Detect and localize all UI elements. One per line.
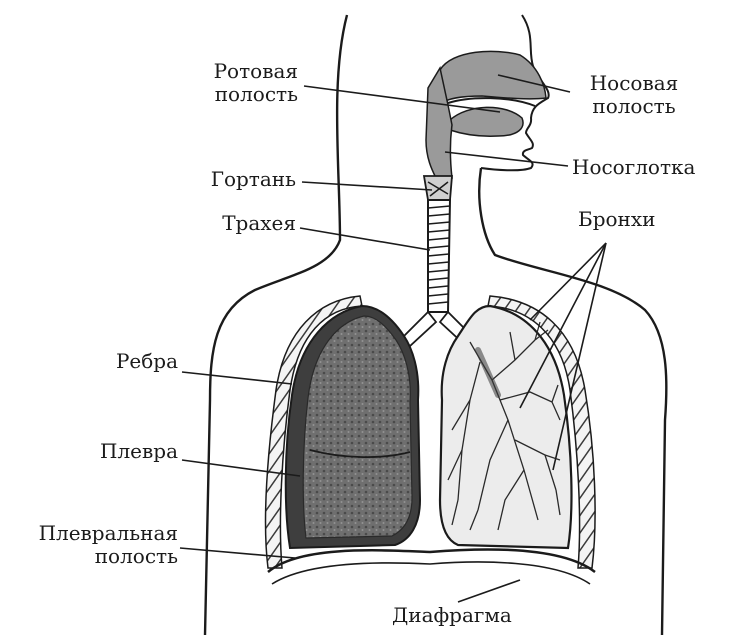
label-pleural-cavity: Плевральная полость <box>8 522 178 568</box>
leader-diaphragm <box>458 580 520 602</box>
label-nasal-cavity-line2: полость <box>572 95 696 118</box>
diaphragm-inner <box>272 562 590 584</box>
oral-cavity <box>450 107 523 136</box>
leader-nasopharynx <box>445 152 568 166</box>
label-oral-cavity: Ротовая полость <box>170 60 298 106</box>
label-pleural-cavity-line2: полость <box>8 545 178 568</box>
label-nasal-cavity-line1: Носовая <box>572 72 696 95</box>
label-larynx: Гортань <box>160 168 296 191</box>
label-trachea: Трахея <box>160 212 296 235</box>
label-bronchi: Бронхи <box>578 208 655 231</box>
right-lung <box>440 306 571 548</box>
label-nasopharynx: Носоглотка <box>572 156 695 179</box>
label-oral-cavity-line1: Ротовая <box>170 60 298 83</box>
leader-trachea <box>300 228 430 250</box>
nasal-cavity <box>440 51 546 104</box>
label-pleura: Плевра <box>60 440 178 463</box>
label-ribs: Ребра <box>60 350 178 373</box>
leader-larynx <box>302 182 432 190</box>
leader-ribs <box>182 372 292 384</box>
label-pleural-cavity-line1: Плевральная <box>8 522 178 545</box>
label-diaphragm: Диафрагма <box>392 604 512 627</box>
label-oral-cavity-line2: полость <box>170 83 298 106</box>
leader-bronchi-1 <box>530 243 606 320</box>
label-nasal-cavity: Носовая полость <box>572 72 696 118</box>
